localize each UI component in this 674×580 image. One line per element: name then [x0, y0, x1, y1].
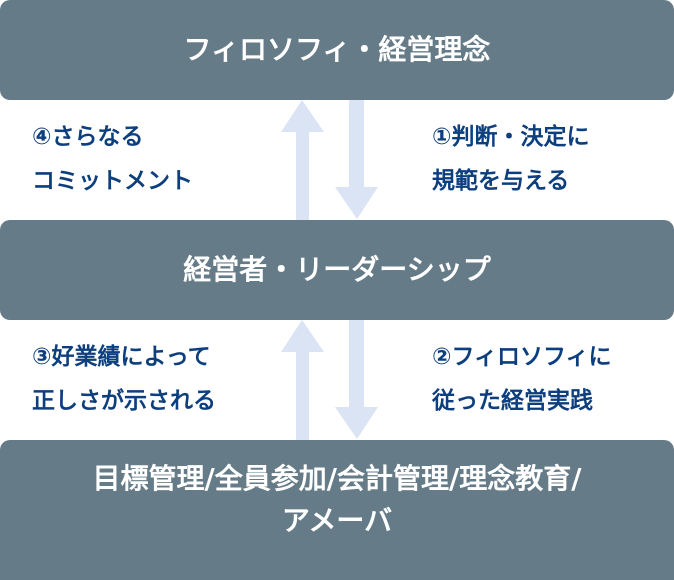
step2-label: ②フィロソフィに従った経営実践: [432, 335, 612, 423]
step4-line1: ④さらなる: [32, 124, 144, 150]
down-arrow-top: [335, 100, 378, 219]
step1-label: ①判断・決定に規範を与える: [432, 115, 589, 203]
leadership-box: 経営者・リーダーシップ: [0, 220, 674, 320]
up-arrow-bottom: [281, 320, 324, 440]
down-arrow-bottom: [335, 320, 378, 439]
step4-line2: コミットメント: [32, 168, 193, 194]
leadership-text: 経営者・リーダーシップ: [183, 253, 491, 286]
step3-line2: 正しさが示される: [32, 388, 216, 414]
step2-line1: ②フィロソフィに: [432, 344, 612, 370]
step3-line1: ③好業績によって: [32, 344, 211, 370]
step3-label: ③好業績によって正しさが示される: [32, 335, 216, 423]
practice-line2: アメーバ: [281, 504, 393, 537]
practice-line1: 目標管理/全員参加/会計管理/理念教育/: [92, 462, 582, 495]
practice-box: 目標管理/全員参加/会計管理/理念教育/アメーバ: [0, 440, 674, 580]
up-arrow-top: [281, 100, 324, 220]
step4-label: ④さらなるコミットメント: [32, 115, 193, 203]
philosophy-box: フィロソフィ・経営理念: [0, 0, 674, 100]
step2-line2: 従った経営実践: [432, 388, 593, 414]
step1-line2: 規範を与える: [432, 168, 570, 194]
philosophy-text: フィロソフィ・経営理念: [183, 33, 491, 66]
step1-line1: ①判断・決定に: [432, 124, 590, 150]
